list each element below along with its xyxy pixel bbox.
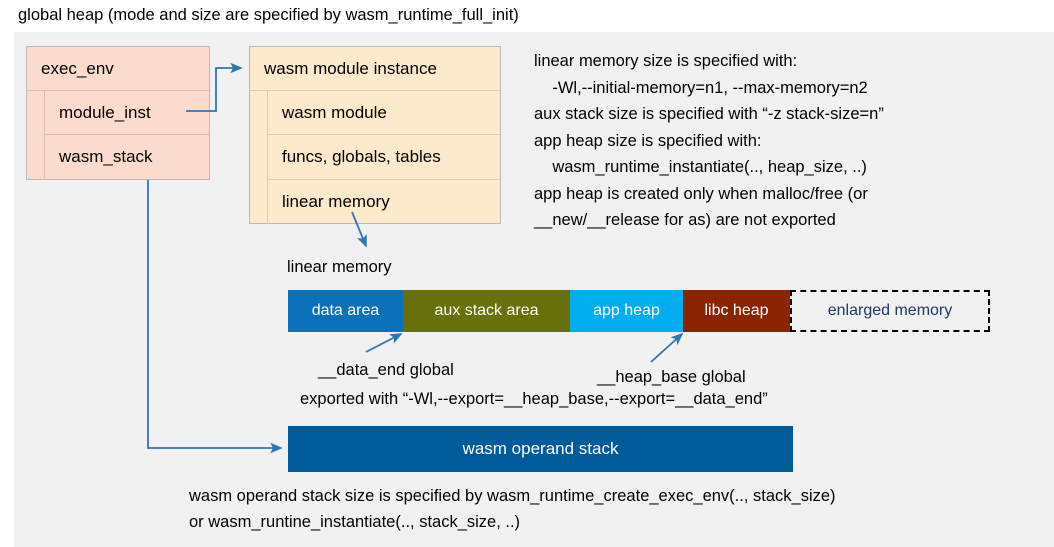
memory-segment-data-area: data area (288, 290, 403, 332)
wasm-module-instance-body: wasm module funcs, globals, tables linea… (250, 91, 500, 224)
memory-segment-libc-heap: libc heap (683, 290, 790, 332)
exec-env-body: module_inst wasm_stack (27, 91, 209, 180)
exec-env-header: exec_env (27, 47, 209, 91)
exec-env-gutter (27, 91, 45, 180)
field-linear-memory: linear memory (282, 191, 390, 211)
memory-segment-enlarged-memory: enlarged memory (790, 290, 990, 332)
linear-memory-notes: linear memory size is specified with: -W… (534, 52, 884, 229)
field-funcs-globals-tables: funcs, globals, tables (268, 135, 500, 180)
wasm-module-instance-box: wasm module instance wasm module funcs, … (249, 46, 501, 224)
wasm-module-instance-rows: wasm module funcs, globals, tables linea… (268, 91, 500, 224)
field-wasm-module: wasm module (268, 91, 500, 136)
wasm-module-instance-header: wasm module instance (250, 47, 500, 91)
linear-memory-bar-label: linear memory (287, 258, 392, 276)
exec-env-field-module-inst: module_inst (45, 91, 209, 135)
wasm-module-instance-gutter (250, 91, 268, 224)
page-title: global heap (mode and size are specified… (18, 6, 519, 24)
memory-segment-app-heap: app heap (570, 290, 683, 332)
memory-segment-aux-stack-area: aux stack area (403, 290, 570, 332)
annotation-exported: exported with “-Wl,--export=__heap_base,… (300, 390, 768, 408)
annotation-data-end: __data_end global (318, 361, 454, 379)
operand-stack-caption: wasm operand stack size is specified by … (189, 487, 836, 531)
exec-env-field-wasm-stack: wasm_stack (59, 147, 153, 166)
annotation-heap-base: __heap_base global (597, 368, 746, 386)
exec-env-rows: module_inst wasm_stack (45, 91, 209, 180)
exec-env-box: exec_env module_inst wasm_stack (26, 46, 210, 180)
wasm-operand-stack-box: wasm operand stack (288, 426, 793, 472)
